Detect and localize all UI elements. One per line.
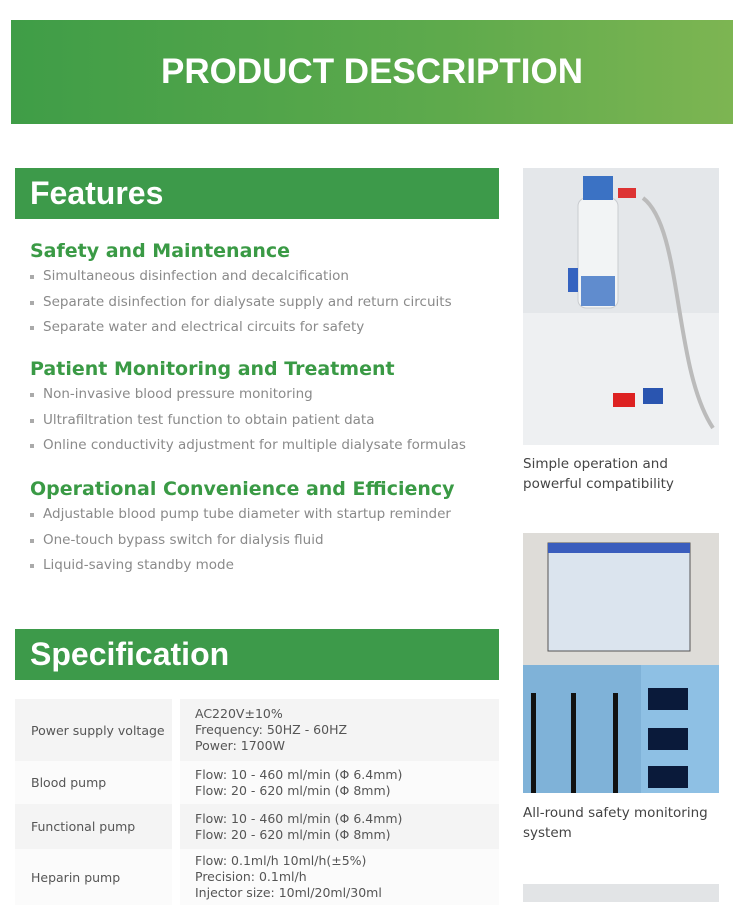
image-caption: Simple operation and powerful compatibil… xyxy=(523,456,674,492)
list-item: Simultaneous disinfection and decalcific… xyxy=(30,268,500,294)
image-caption: All-round safety monitoring system xyxy=(523,805,708,841)
list-item: Adjustable blood pump tube diameter with… xyxy=(30,506,500,532)
dialyzer-illustration xyxy=(523,168,719,445)
monitor-screen-illustration xyxy=(523,542,719,793)
features-title: Features xyxy=(15,168,499,219)
list-item: Non-invasive blood pressure monitoring xyxy=(30,386,500,412)
section-heading: Patient Monitoring and Treatment xyxy=(30,358,395,380)
product-image-monitor xyxy=(523,533,719,793)
spec-label: Blood pump xyxy=(15,761,172,804)
spec-label: Heparin pump xyxy=(15,849,172,905)
specification-title: Specification xyxy=(15,629,499,680)
section-heading: Operational Convenience and Efficiency xyxy=(30,478,455,500)
list-item: Separate water and electrical circuits f… xyxy=(30,319,500,345)
list-item: Liquid-saving standby mode xyxy=(30,557,500,583)
product-description-banner: PRODUCT DESCRIPTION xyxy=(11,20,733,124)
feature-section: Safety and Maintenance Simultaneous disi… xyxy=(30,240,500,345)
product-image-dialyzer xyxy=(523,168,719,445)
feature-section: Operational Convenience and Efficiency A… xyxy=(30,478,500,583)
spec-value: Flow: 10 - 460 ml/min (Φ 6.4mm)Flow: 20 … xyxy=(180,804,499,849)
list-item: Ultrafiltration test function to obtain … xyxy=(30,412,500,438)
list-item: One-touch bypass switch for dialysis flu… xyxy=(30,532,500,558)
list-item: Online conductivity adjustment for multi… xyxy=(30,437,500,463)
banner-title: PRODUCT DESCRIPTION xyxy=(161,52,583,91)
feature-section: Patient Monitoring and Treatment Non-inv… xyxy=(30,358,500,463)
product-image-panel xyxy=(523,884,719,902)
spec-label: Power supply voltage xyxy=(15,699,172,761)
spec-label: Functional pump xyxy=(15,804,172,849)
section-heading: Safety and Maintenance xyxy=(30,240,291,262)
spec-value: Flow: 10 - 460 ml/min (Φ 6.4mm)Flow: 20 … xyxy=(180,761,499,804)
spec-value: Flow: 0.1ml/h 10ml/h(±5%)Precision: 0.1m… xyxy=(180,849,499,905)
list-item: Separate disinfection for dialysate supp… xyxy=(30,294,500,320)
